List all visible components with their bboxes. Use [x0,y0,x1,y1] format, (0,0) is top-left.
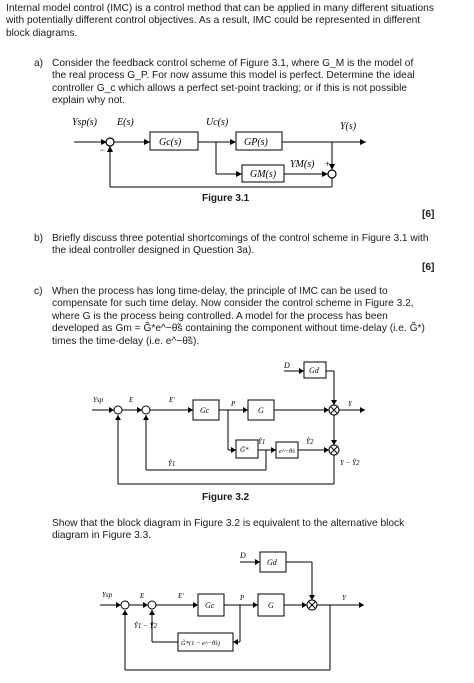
fig31-ym-label: YM(s) [290,159,315,170]
fig33-gc-text: Gc [205,601,215,610]
fig31-gm-text: GM(s) [250,169,277,180]
fig31-minus-sign: − [100,145,105,155]
fig32-gd-text: Gd [309,366,320,375]
figure-3-2-caption: Figure 3.2 [202,492,250,503]
fig32-eprime-label: E' [168,396,175,404]
fig33-ysp-label: Ysp [102,591,113,599]
part-a-label: a) [34,58,44,69]
fig31-gc-block [149,131,199,151]
fig31-ysp-label: Ysp(s) [72,117,98,128]
fig31-uc-label: Uc(s) [206,117,229,128]
fig33-d-label: D [239,551,246,560]
fig33-p-label: P [239,594,245,602]
fig32-gc-text: Gc [200,406,210,415]
fig31-plus-sign: + [325,159,330,169]
figure-3-1-diagram: Ysp(s) E(s) Uc(s) Y(s) − Gc(s) GP(s) GM(… [72,117,366,188]
part-b-label: b) [34,233,44,244]
part-a-text: Consider the feedback control scheme of … [52,58,415,107]
part-c-label: c) [34,286,43,297]
fig32-y2-label: Ỹ2 [306,438,314,446]
fig32-g-text: G [258,406,264,415]
fig33-y1y2-label: Ỹ1 − Ỹ2 [134,622,158,630]
fig33-e-label: E [139,592,145,600]
fig32-y-label: Y [348,400,353,408]
fig33-eprime-label: E' [177,592,184,600]
intro-paragraph: Internal model control (IMC) is a contro… [6,3,434,39]
fig32-ymy2-label: Y − Ỹ2 [340,459,360,467]
fig33-filter-text: G̃*(1 − e^−θ̃s) [181,640,220,647]
figure-3-2-diagram: D Gd Ysp E E' Gc P G Y G̃* Ỹ1 e^−θ̃s Ỹ2 [92,361,365,485]
fig32-y1-label: Ỹ1 [258,438,265,446]
fig31-e-label: E(s) [116,117,134,128]
fig33-gd-text: Gd [267,558,278,567]
fig31-y-label: Y(s) [340,121,357,132]
fig32-gstar-text: G̃* [240,446,249,454]
part-c-text: When the process has long time-delay, th… [52,286,425,347]
fig33-y-label: Y [342,594,347,602]
figure-3-1-caption: Figure 3.1 [202,193,250,204]
fig32-delay-text: e^−θ̃s [279,448,295,455]
fig32-gd-block [303,361,327,379]
part-b-text: Briefly discuss three potential shortcom… [52,233,429,257]
question-3-3-text: Show that the block diagram in Figure 3.… [52,518,405,542]
fig32-gstar-block [235,439,259,459]
part-b-marks: [6] [422,262,435,273]
fig32-y1b-label: Ỹ1 [168,460,175,468]
part-a-marks: [6] [422,209,435,220]
fig31-gp-text: GP(s) [244,137,269,148]
fig32-ysp-label: Ysp [93,396,104,404]
fig32-e-label: E [128,396,134,404]
fig33-g-text: G [268,601,274,610]
fig31-gc-text: Gc(s) [159,137,182,148]
fig31-gp-block [235,131,283,151]
fig32-p-label: P [230,400,236,408]
figure-3-3-diagram: D Gd Ysp E E' Gc P G Y G̃*(1 − e^−θ̃s) Ỹ… [100,551,364,671]
fig32-d-label: D [283,361,290,370]
